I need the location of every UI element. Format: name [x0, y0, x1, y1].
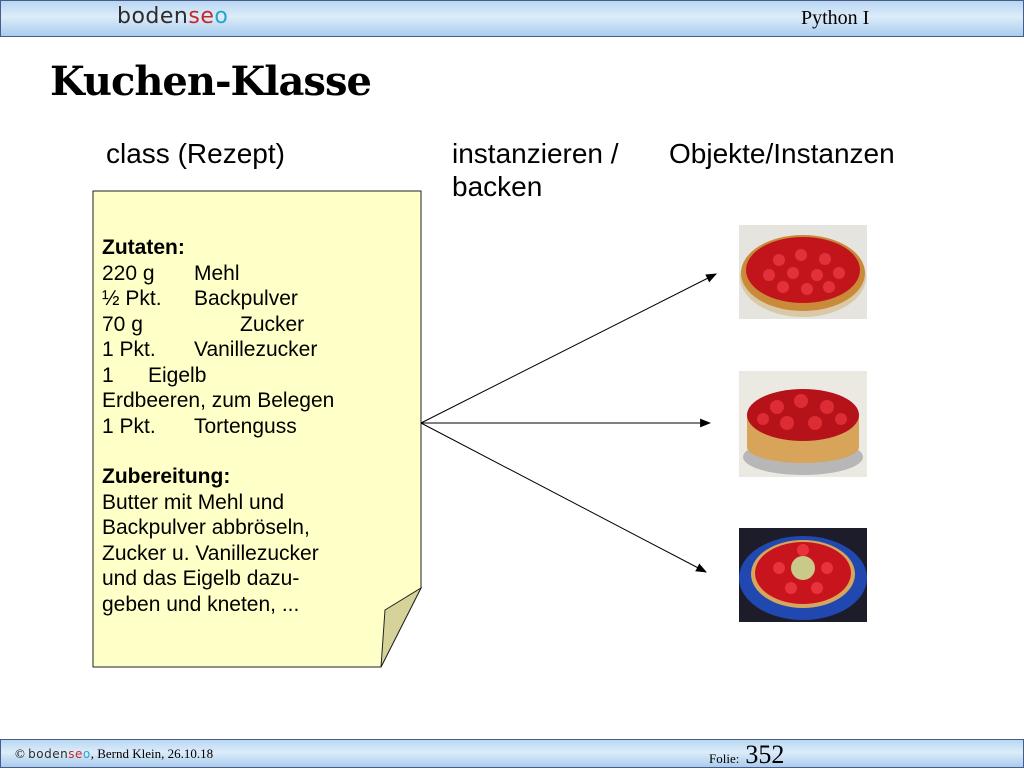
column-heading-instantiate: instanzieren / backen [452, 137, 619, 203]
slide-number-value: 352 [745, 740, 785, 769]
ingredient-qty: 1 [102, 363, 114, 387]
preparation-heading: Zubereitung: [102, 465, 231, 488]
ingredient-item: Zucker [240, 312, 305, 336]
strawberry-cake-image-2 [739, 371, 867, 477]
ingredient-qty: Erdbeeren, zum Belegen [102, 389, 335, 412]
column-heading-class: class (Rezept) [106, 138, 285, 169]
arrow-to-cake-3 [420, 422, 707, 573]
logo-part-3: o [82, 747, 91, 761]
ingredient-item: Vanillezucker [194, 338, 318, 361]
preparation-line: geben und kneten, ... [102, 592, 300, 616]
footer-credit: © bodenseo, Bernd Klein, 26.10.18 [15, 746, 213, 762]
author-date: , Bernd Klein, 26.10.18 [90, 746, 214, 761]
logo-part-1: boden [28, 747, 69, 761]
arrow-to-cake-1 [420, 273, 717, 424]
instantiate-line-1: instanzieren / [452, 138, 619, 169]
preparation-line: Butter mit Mehl und [102, 490, 285, 514]
ingredient-row: 1 Eigelb [102, 363, 412, 389]
preparation-line: Zucker u. Vanillezucker [102, 541, 319, 565]
course-title: Python I [801, 7, 870, 29]
recipe-note-shape [92, 190, 423, 668]
logo-part-1: boden [117, 4, 189, 29]
ingredient-item: Eigelb [148, 363, 207, 387]
logo-part-3: o [214, 4, 229, 29]
recipe-card: Zutaten: 220 g Mehl ½ Pkt. Backpulver 70 g… [102, 235, 412, 617]
slide-number: Folie: 352 [709, 740, 784, 770]
column-heading-objects: Objekte/Instanzen [669, 138, 895, 169]
copyright-sign: © [15, 746, 25, 761]
logo-part-2: se [188, 4, 215, 29]
ingredient-item: Backpulver [194, 287, 298, 310]
preparation-line: Backpulver abbröseln, [102, 516, 310, 539]
slide-title: Kuchen-Klasse [50, 58, 372, 105]
ingredient-row: 1 Pkt. Vanillezucker [102, 337, 412, 363]
recipe-note-fold [380, 586, 423, 668]
ingredients-heading: Zutaten: [102, 236, 185, 259]
ingredient-item: Mehl [194, 261, 240, 285]
header-bar: bodenseo Python I [0, 0, 1024, 37]
preparation-line: und das Eigelb dazu- [102, 567, 300, 590]
logo-part-2: se [68, 747, 83, 761]
instantiate-line-2: backen [452, 171, 543, 202]
ingredient-item: Tortenguss [194, 414, 297, 438]
cake-icon [739, 225, 867, 319]
ingredient-qty: ½ Pkt. [102, 287, 162, 310]
ingredient-row: Erdbeeren, zum Belegen [102, 388, 412, 414]
ingredient-qty: 1 Pkt. [102, 338, 156, 361]
ingredient-qty: 70 g [102, 312, 143, 336]
ingredient-row: ½ Pkt. Backpulver [102, 286, 412, 312]
cake-icon [739, 371, 867, 477]
strawberry-cake-image-1 [739, 225, 867, 319]
ingredient-row: 70 g Zucker [102, 312, 412, 338]
footer-bar: © bodenseo, Bernd Klein, 26.10.18 Folie:… [0, 739, 1024, 770]
footer-logo: bodenseo [28, 747, 91, 761]
bodenseo-logo: bodenseo [117, 4, 228, 29]
strawberry-cake-image-3 [739, 528, 867, 622]
slide-label: Folie: [709, 751, 740, 766]
ingredient-row: 220 g Mehl [102, 261, 412, 287]
cake-icon [739, 528, 867, 622]
ingredient-qty: 1 Pkt. [102, 414, 156, 438]
ingredient-row: 1 Pkt. Tortenguss [102, 414, 412, 440]
ingredient-qty: 220 g [102, 261, 155, 285]
